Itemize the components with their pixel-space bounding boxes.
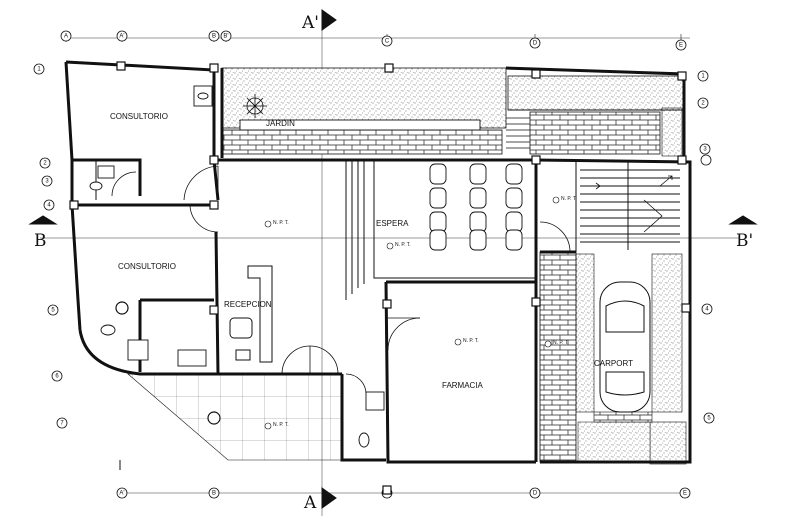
grid-bubbles-left bbox=[33, 63, 68, 429]
grid-labels-left: 1 2 3 4 5 6 7 bbox=[37, 67, 64, 427]
grid-label: 4 bbox=[705, 307, 709, 313]
room-label-farmacia: FARMACIA bbox=[442, 381, 484, 390]
level-label: N. P. T. bbox=[273, 422, 289, 428]
level-label: N. P. T. bbox=[395, 242, 411, 248]
level-marker-icon bbox=[544, 340, 552, 348]
room-label-recepcion: RECEPCION bbox=[224, 300, 272, 309]
level-marker-icon bbox=[386, 242, 394, 250]
grid-label: B bbox=[212, 491, 216, 497]
grid-bubbles-right bbox=[697, 70, 715, 424]
garden-strip-right bbox=[661, 107, 683, 157]
room-label-jardin: JARDIN bbox=[266, 119, 295, 128]
round-columns bbox=[115, 301, 221, 425]
level-label: N. P. T. bbox=[561, 196, 577, 202]
level-markers bbox=[264, 196, 560, 430]
brick-left-column bbox=[539, 251, 577, 463]
grid-label: 4 bbox=[47, 203, 51, 209]
level-marker-icon bbox=[264, 422, 272, 430]
grid-label: 3 bbox=[45, 179, 49, 185]
section-label-a-bottom: A bbox=[303, 493, 317, 513]
thin-walls bbox=[95, 109, 684, 470]
grid-label: 2 bbox=[701, 101, 705, 107]
grid-label: A bbox=[64, 34, 68, 40]
section-arrow-icon bbox=[728, 215, 758, 225]
doors bbox=[111, 165, 571, 395]
brick-carport-strip bbox=[593, 411, 653, 423]
level-label: N. P. T. bbox=[463, 338, 479, 344]
grid-bubble bbox=[675, 39, 687, 51]
room-label-carport: CARPORT bbox=[594, 359, 633, 368]
garden-bottom-mid bbox=[577, 421, 651, 463]
grid-bubble bbox=[220, 30, 232, 42]
reception-desk bbox=[229, 265, 273, 363]
car bbox=[599, 281, 651, 413]
grid-label: D bbox=[533, 491, 538, 497]
grid-label: A' bbox=[119, 491, 124, 497]
grid-label: D bbox=[533, 41, 538, 47]
grid-label: A' bbox=[119, 34, 124, 40]
garden-top bbox=[221, 67, 507, 129]
section-label-b-left: B bbox=[34, 231, 47, 251]
walls bbox=[64, 60, 692, 464]
grid-labels-top: A A' B B' C D E bbox=[64, 34, 683, 49]
grid-label: 6 bbox=[55, 374, 59, 380]
section-arrow-icon bbox=[321, 487, 337, 509]
grid-bubble bbox=[208, 30, 220, 42]
garden-carport-right bbox=[651, 253, 683, 413]
room-label-consultorio-left: CONSULTORIO bbox=[118, 262, 176, 271]
grid-bubble bbox=[529, 37, 541, 49]
section-arrow-icon bbox=[321, 9, 337, 31]
level-marker-icon bbox=[454, 338, 462, 346]
brick-top-band bbox=[221, 129, 503, 155]
garden-top-right bbox=[507, 75, 685, 111]
garden-carport-left bbox=[575, 253, 595, 413]
grid-bubble bbox=[116, 30, 128, 42]
entry-plaza bbox=[127, 373, 343, 461]
grid-label: E bbox=[679, 43, 683, 49]
grid-bubble bbox=[381, 35, 393, 47]
garden-bottom-right bbox=[649, 421, 687, 465]
section-label-a-top: A' bbox=[301, 13, 319, 33]
grid-labels-right: 1 2 3 4 5 bbox=[701, 74, 711, 422]
columns bbox=[69, 61, 691, 495]
section-arrow-icon bbox=[28, 215, 58, 225]
section-markers bbox=[28, 9, 758, 509]
grid-label: E bbox=[683, 491, 687, 497]
grid-label: 1 bbox=[37, 67, 41, 73]
brick-right-band bbox=[529, 111, 661, 155]
grid-label: 2 bbox=[43, 161, 47, 167]
tree-symbol bbox=[243, 94, 267, 118]
room-label-espera: ESPERA bbox=[376, 219, 409, 228]
grid-label: 5 bbox=[707, 416, 711, 422]
grid-label: 7 bbox=[60, 421, 64, 427]
level-marker-icon bbox=[552, 196, 560, 204]
grid-label: B bbox=[212, 34, 216, 40]
level-marker-icon bbox=[264, 220, 272, 228]
level-label: N. P. T. bbox=[553, 340, 569, 346]
grid-label: B' bbox=[223, 34, 228, 40]
grid-bubbles-bottom bbox=[116, 487, 691, 499]
grid-bubble bbox=[60, 30, 72, 42]
waiting-chairs bbox=[429, 163, 523, 251]
grid-label: 1 bbox=[701, 74, 705, 80]
grid-bubbles-top bbox=[60, 30, 687, 51]
room-label-consultorio-top: CONSULTORIO bbox=[110, 112, 168, 121]
level-label: N. P. T. bbox=[273, 220, 289, 226]
grid-label: C bbox=[385, 39, 390, 45]
grid-label: 3 bbox=[703, 147, 707, 153]
sanitary-fixtures bbox=[89, 85, 481, 448]
section-label-b-right: B' bbox=[736, 231, 753, 251]
stair-details bbox=[506, 117, 673, 233]
grid-label: 5 bbox=[51, 308, 55, 314]
grid-labels-bottom: A' B C D E bbox=[119, 491, 687, 497]
